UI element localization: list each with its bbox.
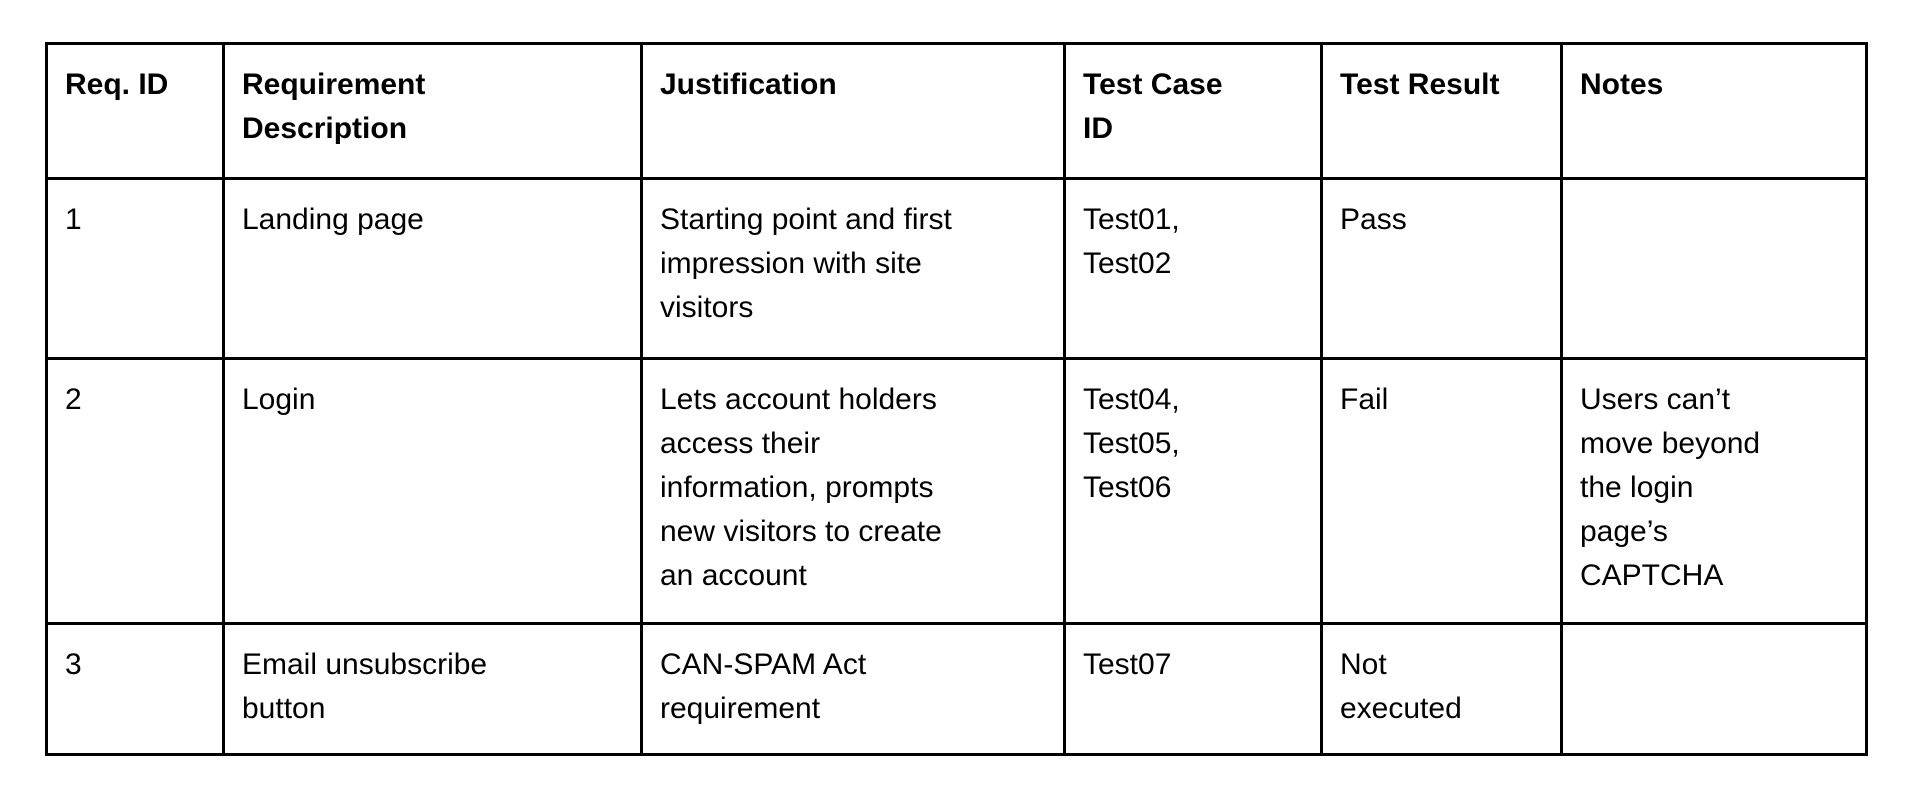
cell-justification: Starting point and first impression with… [640, 177, 1066, 360]
header-justification: Justification [640, 42, 1066, 180]
cell-test-case-id: Test07 [1063, 622, 1323, 756]
cell-justification: CAN-SPAM Act requirement [640, 622, 1066, 756]
header-requirement-description: Requirement Description [222, 42, 643, 180]
cell-notes: Users can’t move beyond the login page’s… [1560, 357, 1868, 625]
cell-notes [1560, 177, 1868, 360]
header-test-result: Test Result [1320, 42, 1563, 180]
cell-test-result: Pass [1320, 177, 1563, 360]
cell-requirement-description: Email unsubscribe button [222, 622, 643, 756]
header-row: Req. ID Requirement Description Justific… [45, 42, 1868, 180]
cell-requirement-description: Landing page [222, 177, 643, 360]
cell-requirement-description: Login [222, 357, 643, 625]
cell-req-id: 1 [45, 177, 225, 360]
requirements-traceability-table: Req. ID Requirement Description Justific… [45, 42, 1868, 756]
table-row: 3 Email unsubscribe button CAN-SPAM Act … [45, 622, 1868, 756]
cell-req-id: 2 [45, 357, 225, 625]
table-row: 2 Login Lets account holders access thei… [45, 357, 1868, 625]
cell-req-id: 3 [45, 622, 225, 756]
cell-test-case-id: Test04, Test05, Test06 [1063, 357, 1323, 625]
cell-test-case-id: Test01, Test02 [1063, 177, 1323, 360]
table-row: 1 Landing page Starting point and first … [45, 177, 1868, 360]
header-req-id: Req. ID [45, 42, 225, 180]
cell-test-result: Not executed [1320, 622, 1563, 756]
header-notes: Notes [1560, 42, 1868, 180]
header-test-case-id: Test Case ID [1063, 42, 1323, 180]
cell-test-result: Fail [1320, 357, 1563, 625]
cell-notes [1560, 622, 1868, 756]
cell-justification: Lets account holders access their inform… [640, 357, 1066, 625]
